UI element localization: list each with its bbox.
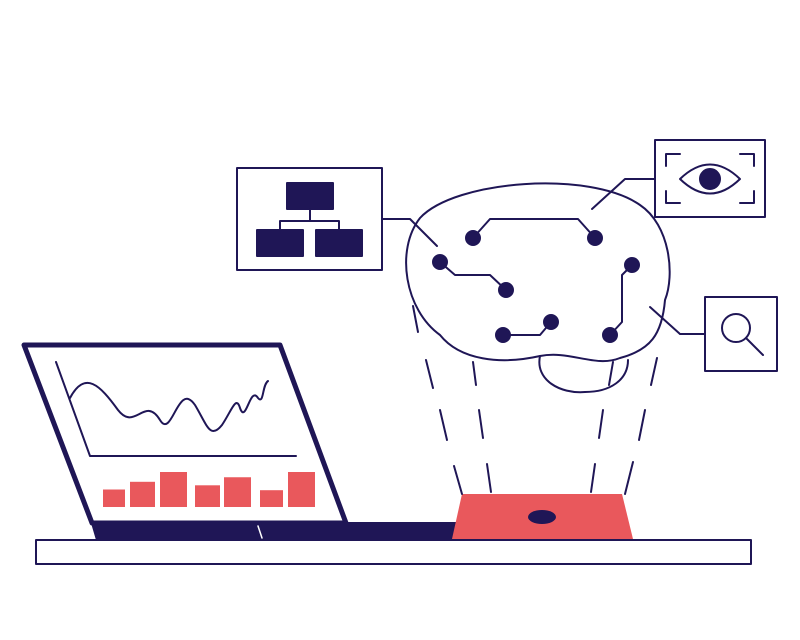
projection-beams: [412, 305, 658, 495]
bar: [130, 481, 155, 507]
bar: [224, 477, 251, 507]
bar: [160, 472, 187, 507]
bar: [260, 490, 283, 507]
eye-icon: [654, 139, 766, 218]
projector-icon: [452, 494, 633, 539]
laptop-base: [91, 522, 521, 541]
bar: [103, 489, 125, 507]
desk: [35, 539, 752, 565]
magnifier-icon: [704, 296, 778, 372]
line-chart-icon: [55, 361, 297, 457]
org-chart-icon: [236, 167, 383, 271]
laptop-icon: [21, 342, 521, 541]
brain-icon: [405, 182, 671, 394]
bar: [195, 485, 220, 507]
bar-chart-icon: [103, 472, 315, 507]
bar: [288, 472, 315, 507]
